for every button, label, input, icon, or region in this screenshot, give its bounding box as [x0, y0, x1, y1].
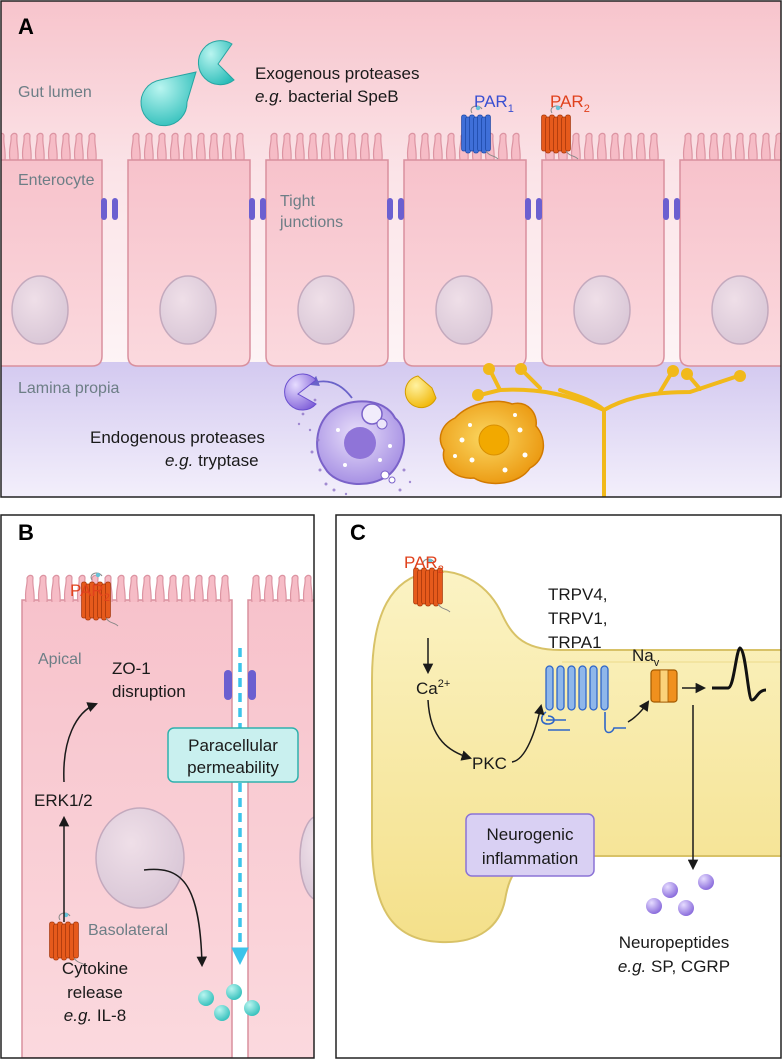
calcium-label: Ca2+: [416, 678, 450, 698]
macrophage: [439, 400, 545, 485]
erk-label: ERK1/2: [34, 791, 93, 810]
panel-a-border: [0, 0, 782, 498]
trp-line1: TRPV4,: [548, 585, 608, 604]
panel-c: C PAR2 TRPV4, TRPV1, TRPA1 Nav Ca2+ PKC …: [336, 515, 781, 1058]
panel-a-letter: A: [18, 14, 34, 39]
trp-line3: TRPA1: [548, 633, 602, 652]
neuropeptides-example: e.g. SP, CGRP: [618, 957, 730, 976]
cytokine-line1: Cytokine: [62, 959, 128, 978]
arrow-erk-to-zo1: [63, 702, 98, 783]
tight-junction: [260, 198, 266, 220]
tight-junction: [536, 198, 542, 220]
nucleus: [11, 275, 69, 345]
exogenous-proteases-label: Exogenous proteases: [255, 64, 419, 83]
nucleus-b: [95, 807, 185, 909]
neurogenic-line2: inflammation: [482, 849, 578, 868]
microvilli-b: [24, 574, 313, 603]
enterocyte-cell: [403, 132, 527, 367]
enterocyte-cell: [679, 132, 781, 367]
tight-junction: [112, 198, 118, 220]
nucleus: [297, 275, 355, 345]
panel-a: A Gut lumen Exogenous proteases e.g. bac…: [1, 1, 781, 497]
par2-label-a: PAR2: [550, 92, 590, 115]
nucleus: [159, 275, 217, 345]
enterocyte-label: Enterocyte: [18, 172, 95, 189]
basolateral-label: Basolateral: [88, 922, 168, 939]
paracellular-line2: permeability: [187, 758, 279, 777]
tight-junction: [387, 198, 393, 220]
enterocyte-cell: [265, 132, 389, 367]
secretion-arrow: [307, 375, 353, 399]
paracellular-line1: Paracellular: [188, 736, 278, 755]
neurogenic-inflammation-box: [465, 813, 595, 877]
panel-c-letter: C: [350, 520, 366, 545]
tight-junction: [674, 198, 680, 220]
nerve-terminals: [472, 363, 746, 401]
lamina-propia-label: Lamina propia: [18, 380, 120, 397]
cytokine-line2: release: [67, 983, 123, 1002]
endogenous-proteases-label: Endogenous proteases: [90, 428, 265, 447]
arrow-ca-to-pkc: [427, 699, 473, 761]
tight-junction: [663, 198, 669, 220]
tight-junction: [525, 198, 531, 220]
enterocyte-row: [1, 132, 781, 367]
par2-receptor-c-icon: [413, 558, 451, 613]
enterocyte-cell: [127, 132, 251, 367]
exogenous-protease-2-icon: [197, 40, 235, 86]
panel-b: B PAR2 Apical ZO-1 disruption Paracellul…: [1, 515, 314, 1058]
paracellular-permeability-box: [167, 727, 299, 783]
trp-channel-icon: [540, 665, 626, 734]
arrow-pkc-to-trp: [511, 703, 545, 763]
granule-dots: [290, 398, 412, 496]
gut-lumen-label: Gut lumen: [18, 84, 92, 101]
par2-label-c: PAR2: [404, 553, 444, 576]
tight-junction: [398, 198, 404, 220]
cytokine-spheres: [198, 984, 260, 1021]
trp-line2: TRPV1,: [548, 609, 608, 628]
cytokine-example: e.g. IL-8: [64, 1006, 126, 1025]
exogenous-protease-1-icon: [140, 71, 197, 127]
mast-cell: [316, 400, 406, 485]
tight-junction-b-left: [224, 670, 232, 700]
neuropeptide-spheres: [646, 874, 714, 916]
par2-label-b: PAR2: [70, 581, 110, 604]
panel-b-letter: B: [18, 520, 34, 545]
enterocyte-cell: [541, 132, 665, 367]
endogenous-protease-purple-icon: [284, 373, 317, 411]
endogenous-example: e.g. tryptase: [165, 451, 259, 470]
tight-junction-b-right: [248, 670, 256, 700]
tight-junctions-line1: Tight: [280, 193, 316, 210]
par2-receptor-icon: [541, 105, 579, 160]
par2-receptor-apical-icon: [81, 572, 119, 627]
arrow-nucleus-to-cytokine: [143, 868, 208, 968]
nucleus: [573, 275, 631, 345]
nav-channel-icon: [650, 669, 678, 703]
pkc-label: PKC: [472, 754, 507, 773]
nucleus: [435, 275, 493, 345]
nav-label: Nav: [632, 646, 660, 669]
neurogenic-line1: Neurogenic: [487, 825, 574, 844]
par2-receptor-basolateral-icon: [49, 912, 87, 967]
enterocyte-cell: [1, 132, 103, 367]
par1-receptor-icon: [461, 105, 499, 160]
nucleus: [711, 275, 769, 345]
panel-c-border: [335, 514, 782, 1059]
panel-b-border: [0, 514, 315, 1059]
neuropeptides-label: Neuropeptides: [619, 933, 730, 952]
arrow-trp-to-nav: [627, 700, 650, 723]
exogenous-example: e.g. bacterial SpeB: [255, 87, 399, 106]
tight-junction: [101, 198, 107, 220]
zo1-line2: disruption: [112, 682, 186, 701]
tight-junctions-line2: junctions: [279, 214, 343, 231]
endogenous-protease-yellow-icon: [404, 375, 437, 409]
apical-label: Apical: [38, 651, 82, 668]
par1-label: PAR1: [474, 92, 514, 115]
zo1-line1: ZO-1: [112, 659, 151, 678]
tight-junction: [249, 198, 255, 220]
action-potential-trace: [712, 646, 767, 702]
